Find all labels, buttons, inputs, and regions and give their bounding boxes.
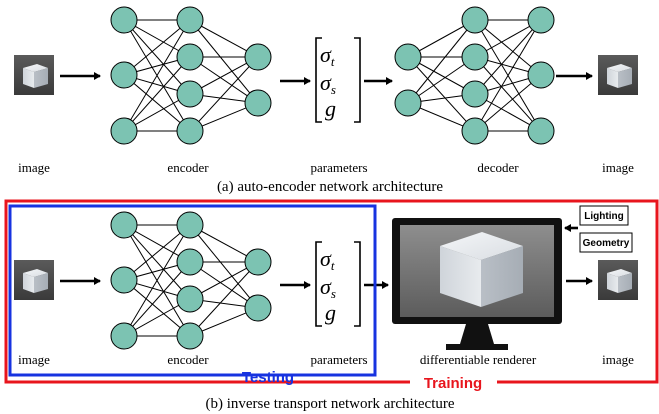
rendered-cube (440, 232, 523, 307)
label-encoder-b: encoder (167, 352, 209, 367)
connection (123, 224, 191, 337)
connection (123, 19, 191, 95)
neuron (527, 6, 555, 34)
neuron (110, 117, 138, 145)
neuron (461, 43, 489, 71)
connection (123, 19, 191, 76)
neuron (176, 211, 204, 239)
output-image-a (598, 55, 638, 95)
neuron (461, 6, 489, 34)
neuron (176, 80, 204, 108)
connection (189, 56, 259, 104)
input-image-b (14, 260, 54, 300)
label-image-a-in: image (18, 160, 50, 175)
training-label: Training (424, 375, 482, 392)
testing-label: Testing (242, 369, 294, 386)
neuron (394, 89, 422, 117)
neuron (176, 117, 204, 145)
connection (189, 56, 259, 132)
training-box (4, 199, 659, 384)
parameter-vector-b: σt σs g (315, 241, 361, 327)
neuron (110, 322, 138, 350)
svg-text:σs: σs (320, 70, 336, 97)
connection (407, 56, 476, 132)
svg-text:Lighting: Lighting (584, 211, 623, 222)
neuron (176, 6, 204, 34)
param-sigma-t-a: σ (320, 42, 332, 67)
neuron (176, 248, 204, 276)
decoder-network-a (394, 6, 555, 145)
connection (474, 19, 542, 95)
parameter-vector-a: σt σs g (315, 37, 361, 123)
neural-networks (110, 6, 555, 350)
neuron (527, 117, 555, 145)
connection (123, 19, 191, 132)
connection (189, 261, 259, 337)
param-g-a: g (325, 96, 336, 121)
connection (474, 74, 542, 132)
neuron (110, 61, 138, 89)
svg-text:Geometry: Geometry (583, 238, 630, 249)
connection (474, 19, 542, 76)
neuron (110, 211, 138, 239)
flow-arrows (60, 72, 593, 289)
neuron (176, 322, 204, 350)
encoder-network-b (110, 211, 272, 350)
neuron (176, 285, 204, 313)
caption-a: (a) auto-encoder network architecture (217, 179, 443, 195)
param-g-b: g (325, 300, 336, 325)
neuron (244, 294, 272, 322)
neuron (527, 61, 555, 89)
param-sigma-s-b: σ (320, 274, 332, 299)
connection (123, 224, 191, 300)
label-encoder-a: encoder (167, 160, 209, 175)
label-renderer: differentiable renderer (420, 352, 537, 367)
output-image-b (598, 260, 638, 300)
label-image-a-out: image (602, 160, 634, 175)
neuron (110, 6, 138, 34)
label-image-b-out: image (602, 352, 634, 367)
param-sigma-t-b: σ (320, 246, 332, 271)
connection (123, 224, 191, 281)
neuron (244, 248, 272, 276)
connection (123, 279, 191, 337)
param-sigma-s-a: σ (320, 70, 332, 95)
lighting-tag: Lighting (579, 205, 629, 226)
neuron (176, 43, 204, 71)
svg-text:σs: σs (320, 274, 336, 301)
label-parameters-b: parameters (310, 352, 367, 367)
connection (189, 261, 259, 309)
connection (123, 74, 191, 132)
neuron (394, 43, 422, 71)
label-decoder-a: decoder (477, 160, 519, 175)
geometry-tag: Geometry (579, 232, 633, 253)
connection (189, 224, 259, 309)
connection (407, 56, 476, 104)
label-image-b-in: image (18, 352, 50, 367)
neuron (461, 80, 489, 108)
connection (123, 56, 191, 132)
label-parameters-a: parameters (310, 160, 367, 175)
caption-b: (b) inverse transport network architectu… (205, 396, 454, 412)
testing-box (8, 204, 377, 377)
connection (189, 19, 259, 104)
neuron (244, 43, 272, 71)
connection (474, 56, 542, 132)
input-image-a (14, 55, 54, 95)
connection (407, 19, 476, 104)
svg-text:σt: σt (320, 42, 335, 69)
connection (123, 261, 191, 337)
neuron (110, 266, 138, 294)
neuron (244, 89, 272, 117)
svg-text:σt: σt (320, 246, 335, 273)
renderer-monitor (392, 218, 562, 350)
neuron (461, 117, 489, 145)
encoder-network-a (110, 6, 272, 145)
connection (474, 19, 542, 132)
